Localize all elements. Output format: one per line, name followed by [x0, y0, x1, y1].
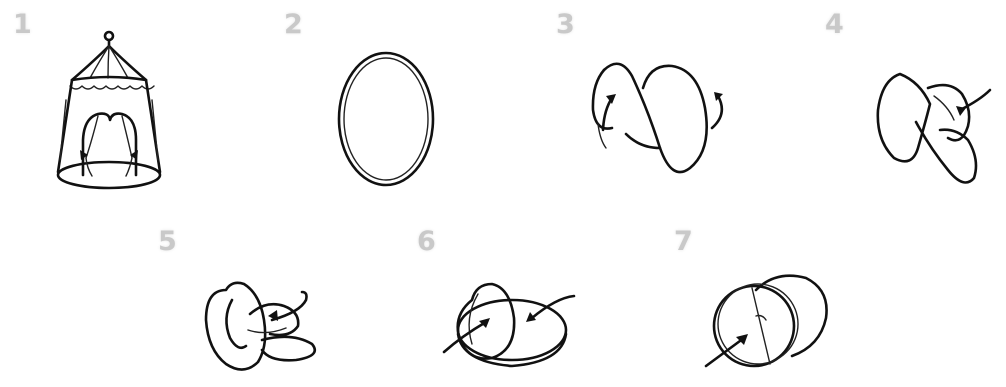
- folded-disc-icon: [0, 0, 1006, 387]
